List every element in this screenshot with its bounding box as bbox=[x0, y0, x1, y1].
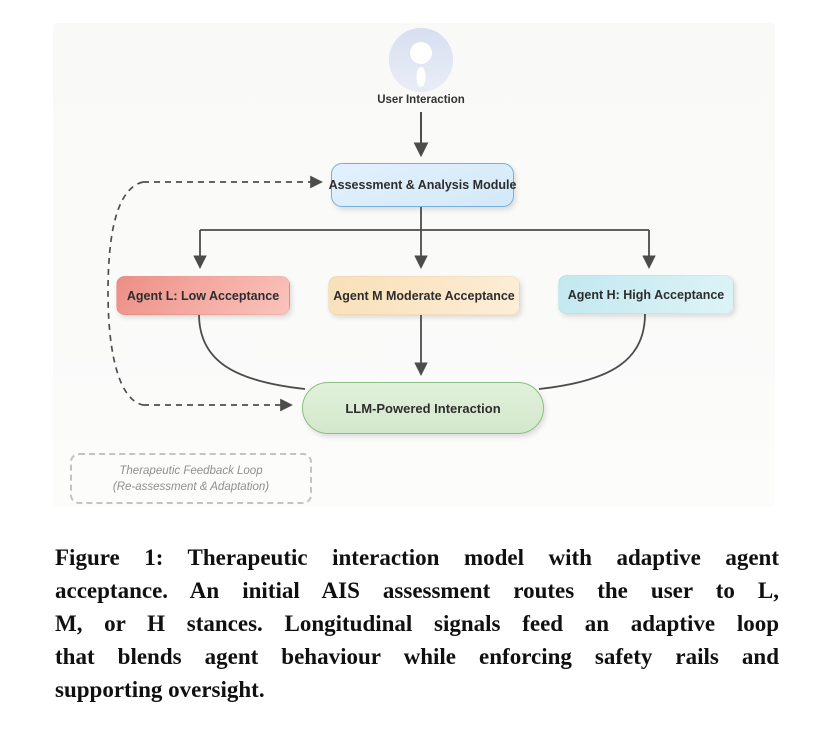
agent-l-label: Agent L: Low Acceptance bbox=[126, 288, 280, 303]
caption-line: supporting oversight. bbox=[55, 677, 265, 702]
node-assessment-module: Assessment & Analysis Module bbox=[328, 163, 517, 207]
node-agent-h-high-acceptance: Agent H: High Acceptance bbox=[558, 275, 734, 314]
figure-caption: Figure 1: Therapeutic interaction model … bbox=[55, 541, 779, 706]
node-llm-powered-interaction: LLM-Powered Interaction bbox=[302, 382, 544, 434]
node-agent-m-moderate-acceptance: Agent M Moderate Acceptance bbox=[328, 276, 520, 315]
therapeutic-feedback-loop-box: Therapeutic Feedback Loop (Re-assessment… bbox=[70, 453, 312, 504]
user-avatar-icon bbox=[389, 28, 453, 92]
llm-interaction-label: LLM-Powered Interaction bbox=[345, 400, 501, 416]
user-interaction-label: User Interaction bbox=[377, 94, 465, 106]
assessment-module-label: Assessment & Analysis Module bbox=[328, 178, 517, 192]
caption-line: Figure 1: Therapeutic interaction model … bbox=[55, 545, 779, 570]
feedback-loop-subtitle: (Re-assessment & Adaptation) bbox=[112, 480, 270, 493]
diagram-connectors bbox=[107, 112, 656, 412]
agent-h-label: Agent H: High Acceptance bbox=[567, 287, 725, 302]
figure-diagram-canvas: User Interaction Assessment & Analysis M… bbox=[53, 23, 775, 507]
feedback-loop-title: Therapeutic Feedback Loop bbox=[119, 464, 263, 477]
caption-line: M, or H stances. Longitudinal signals fe… bbox=[55, 611, 779, 636]
caption-line: that blends agent behaviour while enforc… bbox=[55, 644, 779, 669]
agent-m-label: Agent M Moderate Acceptance bbox=[333, 288, 515, 303]
node-agent-l-low-acceptance: Agent L: Low Acceptance bbox=[116, 276, 290, 315]
caption-line: acceptance. An initial AIS assessment ro… bbox=[55, 578, 779, 603]
